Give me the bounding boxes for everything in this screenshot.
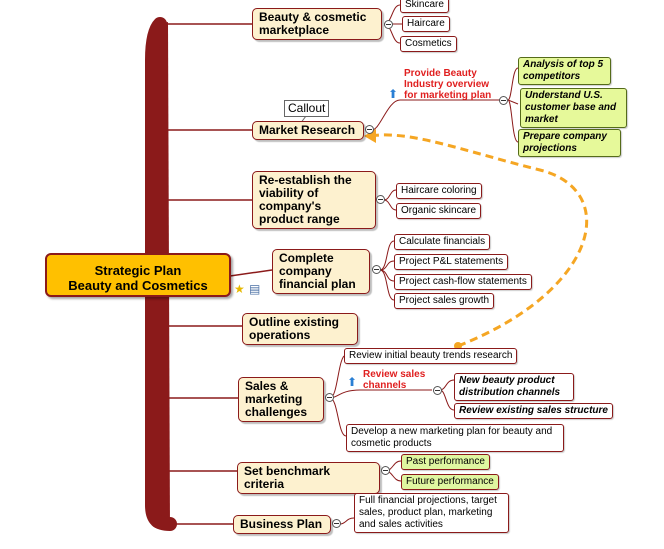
topic-operations[interactable]: Outline existing operations bbox=[242, 313, 358, 345]
leaf-develop-marketing[interactable]: Develop a new marketing plan for beauty … bbox=[346, 424, 564, 452]
leaf-haircare[interactable]: Haircare bbox=[402, 16, 450, 32]
collapse-toggle[interactable] bbox=[384, 20, 393, 29]
collapse-toggle[interactable] bbox=[332, 519, 341, 528]
collapse-toggle[interactable] bbox=[365, 125, 374, 134]
provide-overview-text[interactable]: Provide Beauty Industry overview for mar… bbox=[404, 68, 492, 101]
topic-reestablish[interactable]: Re-establish the viability of company's … bbox=[252, 171, 376, 229]
leaf-project-cashflow[interactable]: Project cash-flow statements bbox=[394, 274, 532, 290]
central-line2: Beauty and Cosmetics bbox=[68, 278, 208, 293]
arrow-up-icon: ⬆ bbox=[347, 375, 358, 389]
leaf-past-performance[interactable]: Past performance bbox=[401, 454, 490, 470]
review-channels-text[interactable]: Review sales channels bbox=[363, 369, 426, 391]
leaf-calculate-financials[interactable]: Calculate financials bbox=[394, 234, 491, 250]
leaf-review-structure[interactable]: Review existing sales structure bbox=[454, 403, 613, 419]
leaf-new-distribution[interactable]: New beauty product distribution channels bbox=[454, 373, 574, 401]
topic-sales-marketing[interactable]: Sales & marketing challenges bbox=[238, 377, 324, 422]
topic-market-research[interactable]: Market Research bbox=[252, 121, 364, 140]
collapse-toggle[interactable] bbox=[381, 466, 390, 475]
leaf-project-pl[interactable]: Project P&L statements bbox=[394, 254, 509, 270]
leaf-prepare-projections[interactable]: Prepare company projections bbox=[518, 129, 621, 157]
leaf-analysis-competitors[interactable]: Analysis of top 5 competitors bbox=[518, 57, 611, 85]
collapse-toggle[interactable] bbox=[376, 195, 385, 204]
star-icon: ★ bbox=[234, 282, 245, 296]
topic-financial-plan[interactable]: Complete company financial plan bbox=[272, 249, 370, 294]
topic-business-plan[interactable]: Business Plan bbox=[233, 515, 331, 534]
leaf-cosmetics[interactable]: Cosmetics bbox=[400, 36, 457, 52]
leaf-skincare[interactable]: Skincare bbox=[400, 0, 449, 13]
leaf-review-trends[interactable]: Review initial beauty trends research bbox=[344, 348, 518, 364]
leaf-project-sales-growth[interactable]: Project sales growth bbox=[394, 293, 495, 309]
collapse-toggle[interactable] bbox=[372, 265, 381, 274]
collapse-toggle[interactable] bbox=[325, 393, 334, 402]
leaf-future-performance[interactable]: Future performance bbox=[401, 474, 499, 490]
leaf-understand-customers[interactable]: Understand U.S. customer base and market bbox=[520, 88, 627, 128]
note-icon: ▤ bbox=[249, 282, 261, 296]
leaf-full-financial-projections[interactable]: Full financial projections, target sales… bbox=[354, 493, 509, 533]
leaf-haircare-coloring[interactable]: Haircare coloring bbox=[396, 183, 482, 199]
collapse-toggle[interactable] bbox=[499, 96, 508, 105]
arrow-up-icon: ⬆ bbox=[388, 87, 399, 101]
central-topic[interactable]: Strategic Plan Beauty and Cosmetics bbox=[45, 253, 231, 297]
topic-benchmark[interactable]: Set benchmark criteria bbox=[237, 462, 380, 494]
collapse-toggle[interactable] bbox=[433, 386, 442, 395]
topic-beauty-marketplace[interactable]: Beauty & cosmetic marketplace bbox=[252, 8, 382, 40]
central-line1: Strategic Plan bbox=[94, 263, 182, 278]
leaf-organic-skincare[interactable]: Organic skincare bbox=[396, 203, 482, 219]
callout-box[interactable]: Callout bbox=[284, 100, 330, 117]
